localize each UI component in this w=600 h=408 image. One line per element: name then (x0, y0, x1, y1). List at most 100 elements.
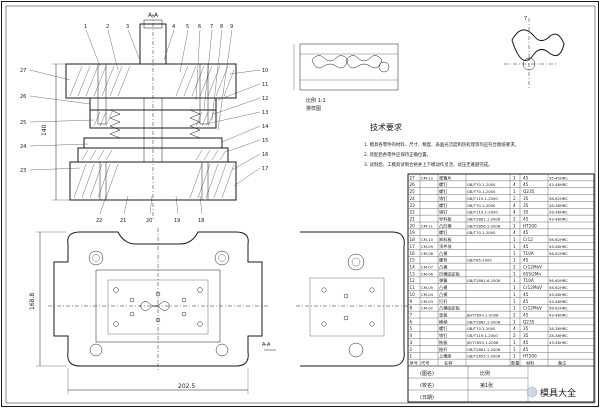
spring-left (109, 109, 121, 139)
bom-cell-name: 螺钉 (439, 325, 448, 332)
bom-cell-qty: 4 (513, 326, 516, 331)
bom-cell-note: 28-38HRC (549, 203, 568, 208)
bom-cell-no: 6 (410, 319, 413, 324)
bom-header-cell: 数量 (511, 359, 519, 366)
bom-cell-qty: 1 (513, 319, 516, 324)
bom-cell-no: 17 (410, 244, 416, 249)
bom-cell-std: JB/T7650.1-2008 (466, 312, 499, 317)
bom-cell-name: 螺栓 (439, 257, 448, 264)
bom-cell-name: 模柄 (439, 318, 447, 325)
bom-cell-no: 15 (410, 258, 416, 263)
bom-cell-mat: T10A (522, 251, 534, 256)
bom-cell-name: 凹模固定板 (439, 270, 461, 277)
part-number: 5 (186, 24, 189, 30)
bom-cell-mat: 45 (523, 292, 529, 297)
bom-cell-std: GB/T2861.6-2008 (467, 278, 501, 283)
bom-cell-note: 43-48HRC (549, 340, 568, 345)
bom-cell-mat: HT200 (523, 223, 537, 228)
part-number: 1 (84, 24, 87, 30)
bom-cell-qty: 1 (513, 244, 516, 249)
bom-cell-mat: Q235 (523, 319, 535, 324)
part-number: 9 (230, 24, 233, 30)
bom-cell-no: 11 (410, 285, 416, 290)
title-block-drawing-title: (图名) (420, 370, 434, 377)
height-dimension: 140 (41, 124, 48, 136)
bom-cell-note: 43-48HRC (549, 299, 568, 304)
bom-cell-mat: HT200 (523, 354, 537, 359)
bom-cell-std: JB/T7650.1-2008 (466, 340, 499, 345)
bom-cell-no: 4 (410, 333, 413, 338)
lower-die-base (69, 161, 237, 201)
part-number: 17 (262, 166, 268, 172)
bom-cell-code: CM-08 (421, 251, 434, 256)
bom-cell-name: 凸模 (439, 284, 448, 291)
title-block-scale: 比例 (480, 370, 490, 377)
title-block-school: (校名) (420, 382, 434, 389)
strip-outline (299, 43, 399, 91)
bom-cell-qty: 1 (513, 354, 516, 359)
part-number: 12 (262, 96, 268, 102)
bom-cell-mat: 35 (523, 333, 529, 338)
part-number: 6 (198, 24, 201, 30)
bom-cell-qty: 1 (513, 271, 516, 276)
bom-cell-code: CM-09 (421, 244, 434, 249)
bom-cell-qty: 1 (513, 285, 516, 290)
bom-cell-no: 10 (410, 292, 416, 297)
part-number: 27 (20, 68, 26, 74)
plan-outline (53, 231, 263, 367)
bom-cell-note: 43-48HRC (549, 292, 568, 297)
bom-cell-qty: 4 (513, 210, 516, 215)
bom-cell-mat: 35 (523, 210, 529, 215)
lower-die-plan (296, 231, 408, 367)
bom-cell-no: 5 (410, 326, 413, 331)
bom-cell-name: 弹簧 (439, 277, 447, 284)
bom-cell-name: 卸料板 (439, 236, 452, 243)
section-view: A-A (20, 12, 268, 224)
bom-cell-mat: Cr12MoV (523, 285, 542, 290)
bom-cell-no: 22 (410, 210, 416, 215)
lower-plan-holes (321, 287, 375, 327)
part-number: 14 (262, 124, 268, 130)
bom-cell-name: 打杆 (439, 298, 448, 305)
bom-cell-mat: 35 (523, 196, 529, 201)
screws (97, 63, 209, 201)
bom-cell-mat: 45 (523, 312, 529, 317)
bom-cell-no: 12 (410, 278, 416, 283)
bom-cell-no: 13 (410, 271, 416, 276)
bom-cell-name: 螺钉 (439, 181, 448, 188)
bom-cell-std: GB/T70.1-2000 (467, 182, 496, 187)
upper-base-hatch (69, 65, 235, 97)
strip-name-label: 排样图 (306, 105, 321, 112)
bom-cell-name: 销钉 (439, 195, 448, 202)
bom-cell-std: GB/T70.1-2000 (467, 230, 496, 235)
tech-title: 技术要求 (370, 122, 402, 132)
strip-layout: 比例 1:1 排样图 (293, 43, 399, 112)
section-mark: A-A (262, 342, 271, 348)
part-number: 25 (20, 120, 26, 126)
workpiece-drawing: 7 (504, 16, 565, 90)
bom-cell-qty: 1 (513, 264, 516, 269)
bom-header-cell: 代号 (421, 359, 429, 366)
bom-cell-name: 凸模 (439, 250, 448, 257)
bom-cell-std: GB/T2861.1-2008 (467, 347, 501, 352)
bom-header-cell: 序号 (410, 359, 418, 366)
bom-cell-qty: 1 (513, 216, 516, 221)
leaders-bottom (99, 195, 203, 215)
lower-base-hatch (73, 163, 235, 199)
part-number: 7 (210, 24, 213, 30)
bom-cell-no: 25 (410, 189, 416, 194)
leaders-left (29, 69, 95, 171)
bom-frame (407, 173, 595, 403)
bom-cell-no: 1 (410, 354, 413, 359)
bom-cell-no: 18 (410, 237, 416, 242)
inner-border (5, 5, 596, 404)
bom-cell-qty: 4 (513, 230, 516, 235)
upper-die-base (65, 63, 237, 99)
bom-header-cell: 名称 (444, 359, 452, 366)
bom-cell-name: 销钉 (439, 209, 448, 216)
bom-cell-no: 16 (410, 251, 416, 256)
bom-cell-note: 43-48HRC (549, 216, 568, 221)
bom-cell-mat: 35 (523, 326, 529, 331)
bom-cell-mat: 35 (523, 203, 529, 208)
